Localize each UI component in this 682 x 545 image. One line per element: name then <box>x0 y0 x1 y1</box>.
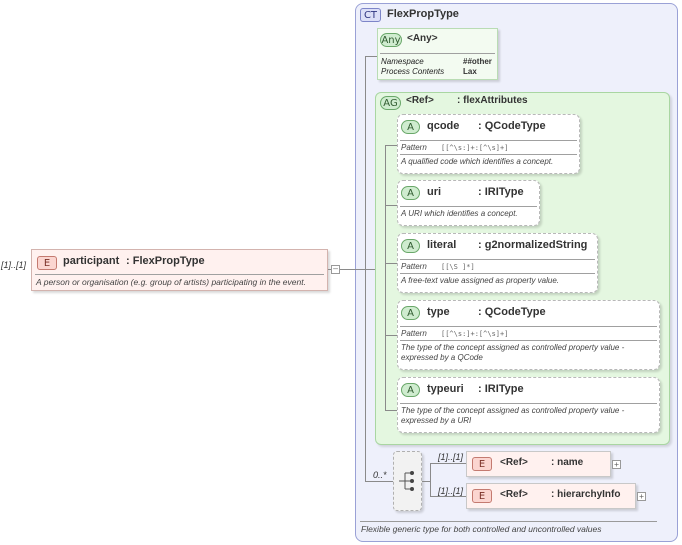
attribute-type: : IRIType <box>478 383 524 395</box>
any-process-value: Lax <box>463 67 477 76</box>
attribute-pattern-label: Pattern <box>401 262 427 271</box>
ref-element-hierarchyinfo[interactable]: E <Ref> : hierarchyInfo <box>466 483 636 509</box>
attribute-badge-icon: A <box>401 383 420 397</box>
attribute-group-ref: <Ref> <box>406 95 434 106</box>
attribute-doc-line2: expressed by a QCode <box>401 353 483 362</box>
complex-type-doc: Flexible generic type for both controlle… <box>361 524 602 534</box>
participant-type: : FlexPropType <box>126 255 205 267</box>
attribute-badge-icon: A <box>401 306 420 320</box>
attribute-qcode[interactable]: A qcode : QCodeType Pattern [[^\s:]+:[^\… <box>397 114 580 174</box>
participant-element-box[interactable]: E participant : FlexPropType A person or… <box>31 249 328 291</box>
element-badge-icon: E <box>472 457 492 471</box>
attribute-doc: A URI which identifies a concept. <box>401 209 518 218</box>
attribute-pattern: [[^\s:]+:[^\s]+] <box>441 144 509 152</box>
attribute-name: literal <box>427 239 457 251</box>
attribute-typeuri[interactable]: A typeuri : IRIType The type of the conc… <box>397 377 660 433</box>
attribute-name: qcode <box>427 120 460 132</box>
attribute-type: : g2normalizedString <box>478 239 588 251</box>
element-badge-icon: E <box>472 489 492 503</box>
name-cardinality: [1]..[1] <box>438 452 464 462</box>
any-badge-icon: Any <box>380 33 402 47</box>
choice-icon <box>399 471 414 491</box>
participant-name: participant <box>63 255 120 267</box>
attribute-doc-line1: The type of the concept assigned as cont… <box>401 406 625 415</box>
attribute-pattern-label: Pattern <box>401 329 427 338</box>
attribute-doc: A qualified code which identifies a conc… <box>401 157 554 166</box>
any-box[interactable]: Any <Any> Namespace ##other Process Cont… <box>377 28 498 80</box>
attribute-literal[interactable]: A literal : g2normalizedString Pattern [… <box>397 233 598 293</box>
ref-name: : hierarchyInfo <box>551 489 621 500</box>
attribute-group-name: : flexAttributes <box>457 95 528 106</box>
attribute-type[interactable]: A type : QCodeType Pattern [[^\s:]+:[^\s… <box>397 300 660 370</box>
attribute-pattern: [[^\s:]+:[^\s]+] <box>441 330 509 338</box>
any-title: <Any> <box>407 33 438 44</box>
any-process-label: Process Contents <box>381 67 445 76</box>
complex-type-name: FlexPropType <box>387 8 459 20</box>
participant-doc: A person or organisation (e.g. group of … <box>36 277 306 287</box>
attribute-pattern-label: Pattern <box>401 143 427 152</box>
attribute-doc-line1: The type of the concept assigned as cont… <box>401 343 625 352</box>
element-badge-icon: E <box>37 256 57 270</box>
attribute-name: typeuri <box>427 383 464 395</box>
expand-hierarchyinfo-icon[interactable]: + <box>637 492 646 501</box>
attribute-pattern: [[\S ]*] <box>441 263 475 271</box>
attribute-group-badge-icon: AG <box>380 96 401 110</box>
complex-type-badge-icon: CT <box>360 8 381 22</box>
attribute-type-value: : QCodeType <box>478 306 546 318</box>
attribute-doc: A free-text value assigned as property v… <box>401 276 560 285</box>
ref-label: <Ref> <box>500 489 528 500</box>
attribute-doc-line2: expressed by a URI <box>401 416 472 425</box>
participant-cardinality: [1]..[1] <box>1 260 27 270</box>
collapse-toggle-icon[interactable]: – <box>331 265 340 274</box>
choice-cardinality: 0..* <box>373 470 387 480</box>
attribute-name: type <box>427 306 450 318</box>
ref-element-name[interactable]: E <Ref> : name <box>466 451 611 477</box>
ref-name: : name <box>551 457 584 468</box>
ref-label: <Ref> <box>500 457 528 468</box>
any-namespace-label: Namespace <box>381 57 424 66</box>
attribute-type: : QCodeType <box>478 120 546 132</box>
attribute-name: uri <box>427 186 442 198</box>
hierarchyinfo-cardinality: [1]..[1] <box>438 486 464 496</box>
attribute-badge-icon: A <box>401 239 420 253</box>
attribute-uri[interactable]: A uri : IRIType A URI which identifies a… <box>397 180 540 226</box>
expand-name-icon[interactable]: + <box>612 460 621 469</box>
attribute-badge-icon: A <box>401 186 420 200</box>
attribute-badge-icon: A <box>401 120 420 134</box>
attribute-type: : IRIType <box>478 186 524 198</box>
any-namespace-value: ##other <box>463 57 492 66</box>
choice-compositor[interactable] <box>393 451 422 511</box>
